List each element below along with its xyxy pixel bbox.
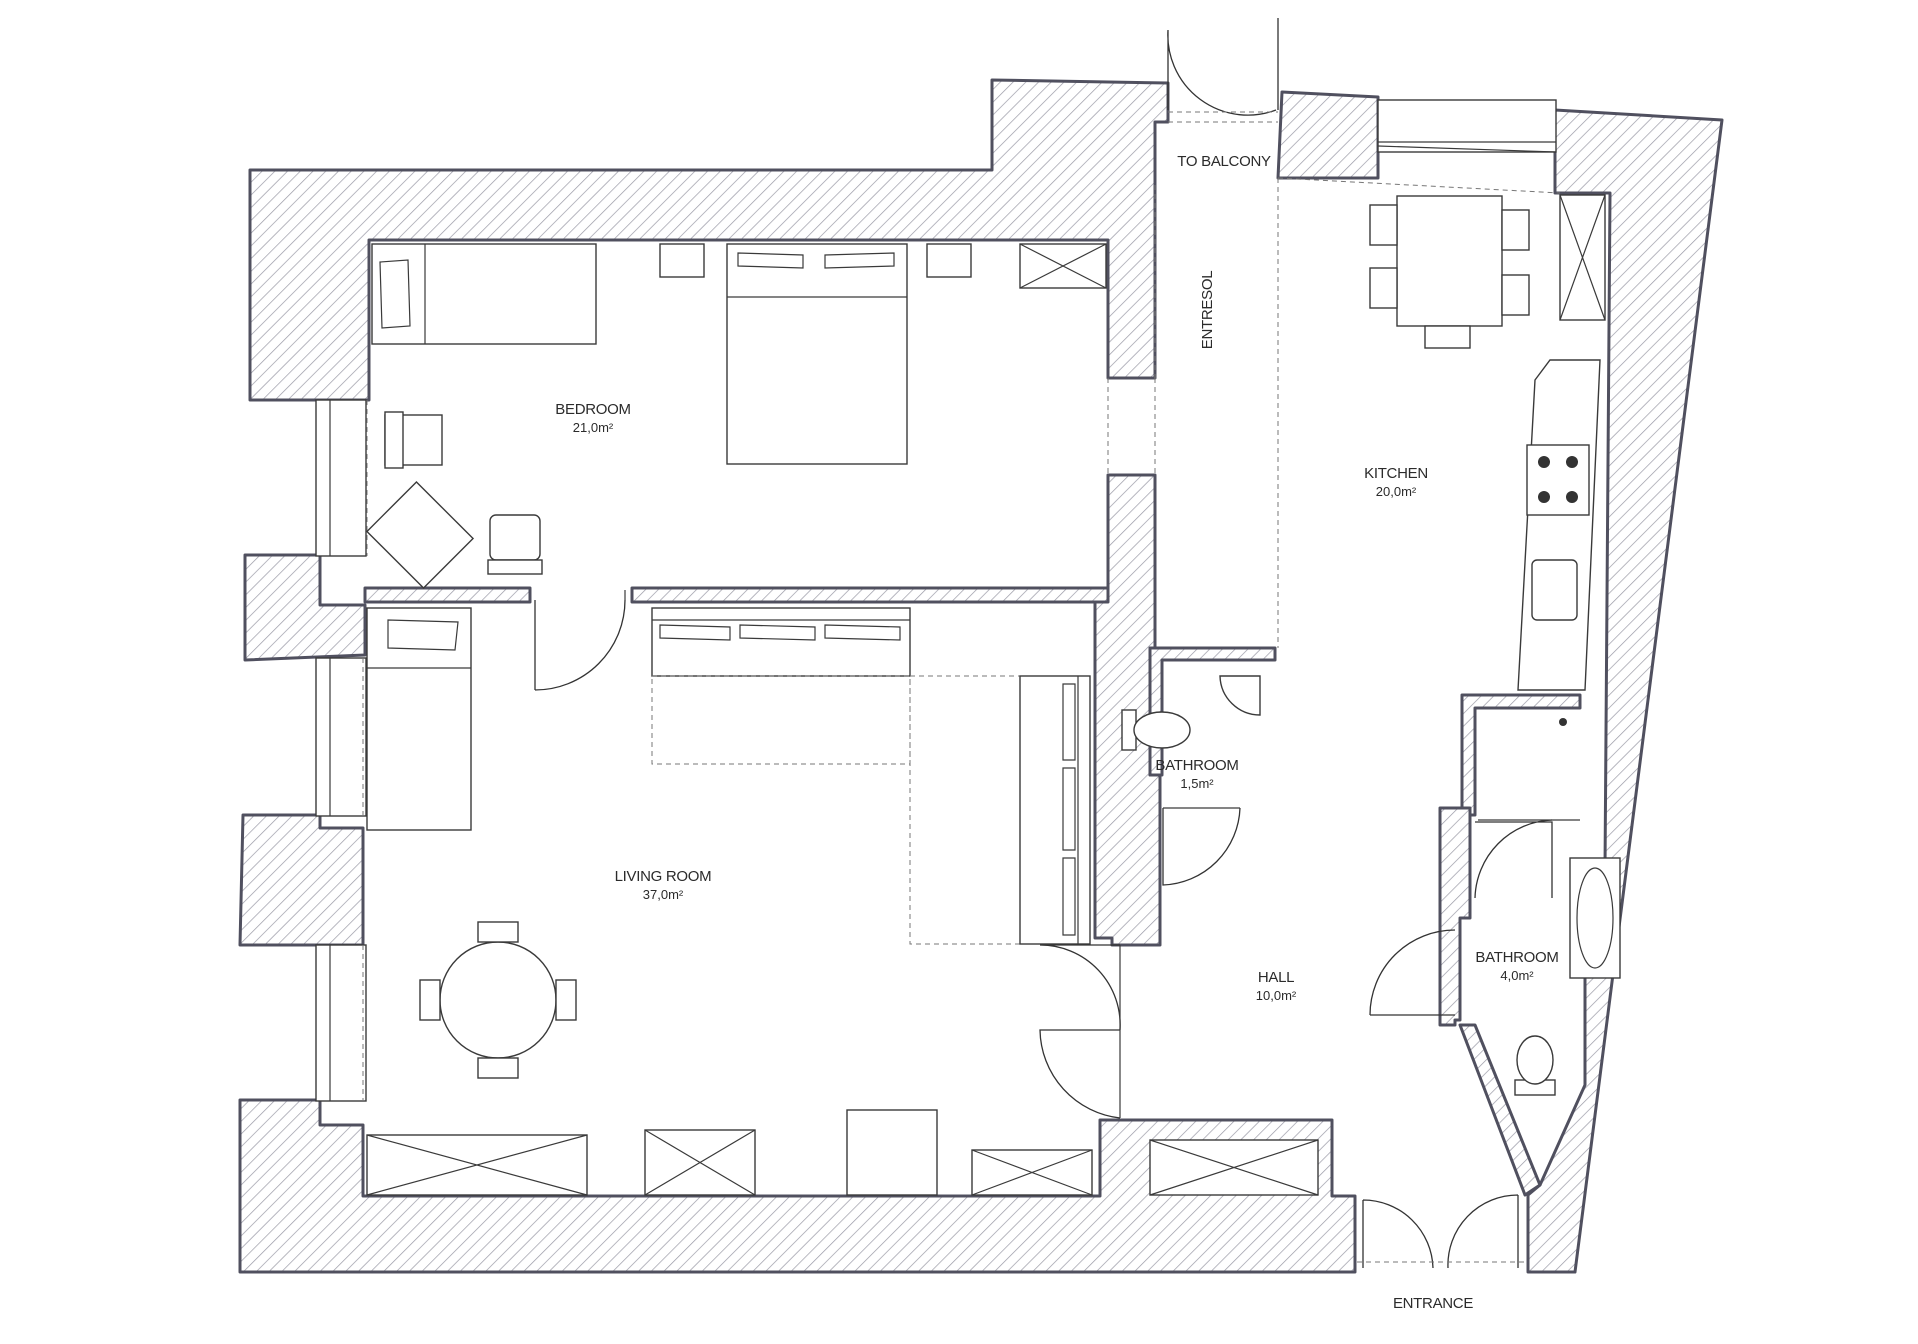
kitchen-furniture [1369,194,1606,691]
rug-right [909,675,1021,945]
window-left-2 [315,657,367,817]
pillow-icon [379,259,411,329]
rug [651,675,911,765]
wall-hall-right [1460,693,1582,817]
kitchen-sink [1531,559,1578,621]
hall-area: 10,0m² [1256,988,1297,1003]
kitchen-chair [1424,325,1471,349]
window-left-3 [315,944,367,1102]
kitchen-table [1396,195,1503,327]
door-entrance[interactable] [1362,1194,1519,1269]
window-left-1 [315,399,367,557]
small-bathroom-name: BATHROOM [1155,757,1238,774]
openings [1107,178,1279,648]
wall-divider-bedroom-living [363,586,532,604]
bedroom-name: BEDROOM [555,401,630,418]
hall-name: HALL [1258,969,1294,986]
wall-left-2 [238,813,365,947]
doors [534,18,1553,1269]
large-bathroom-name: BATHROOM [1475,949,1558,966]
bathtub [1569,857,1621,979]
door-balcony[interactable] [1167,18,1279,116]
kitchen-chair [1369,267,1398,309]
wall-hall-right-3 [1458,1023,1542,1197]
wall-kitchen-top [1276,90,1380,180]
bathroom-fixtures [1121,675,1621,1096]
entrance-label: ENTRANCE [1393,1295,1473,1312]
door-large-bathroom[interactable] [1474,819,1553,899]
wall-divider-right [630,586,1110,604]
sofa-right [1019,675,1091,945]
door-living-hall[interactable] [1039,944,1121,1119]
toilet-large [1514,1035,1556,1096]
nightstand-left [659,243,705,278]
bedroom-area: 21,0m² [573,420,614,435]
bedroom-furniture [365,243,1107,590]
wall-bottom [238,1098,1357,1274]
kitchen-chair [1501,209,1530,251]
living-room-name: LIVING ROOM [615,868,712,885]
day-bed [366,607,472,831]
living-room-furniture [366,607,1319,1196]
kitchen-counter [1517,359,1601,691]
windows [315,99,1561,1102]
kitchen-chair [1501,274,1530,316]
drain-icon [1559,718,1567,726]
kitchen-chair [1369,204,1398,246]
wall-top-right [1526,108,1724,1274]
shower-corner [1219,675,1261,716]
room-labels: BEDROOM 21,0m² KITCHEN 20,0m² LIVING ROO… [555,153,1559,1312]
door-living-bedroom[interactable] [534,599,626,691]
dining-table-round [419,921,577,1079]
armchair-bedroom [384,411,443,469]
door-small-bathroom[interactable] [1162,807,1241,886]
tv-stand [846,1109,938,1196]
single-bed [371,243,597,345]
kitchen-name: KITCHEN [1364,465,1428,482]
to-balcony-label: TO BALCONY [1177,153,1271,170]
wall-top-left [248,78,1170,402]
nightstand-right [926,243,972,278]
stove [1526,444,1590,516]
wall-hall-right-2 [1438,806,1472,1027]
wall-left-1 [243,553,367,662]
window-kitchen [1377,99,1557,153]
large-bathroom-area: 4,0m² [1500,968,1534,983]
wall-small-bath [1148,646,1277,777]
double-bed [726,243,908,465]
desk-bedroom [365,480,475,590]
kitchen-area: 20,0m² [1376,484,1417,499]
door-large-bathroom-2[interactable] [1369,929,1456,1016]
chair-bedroom [487,514,543,575]
toilet-small [1121,709,1191,751]
sofa-top [651,607,911,677]
small-bathroom-area: 1,5m² [1180,776,1214,791]
living-room-area: 37,0m² [643,887,684,902]
entresol-label: ENTRESOL [1199,271,1216,349]
